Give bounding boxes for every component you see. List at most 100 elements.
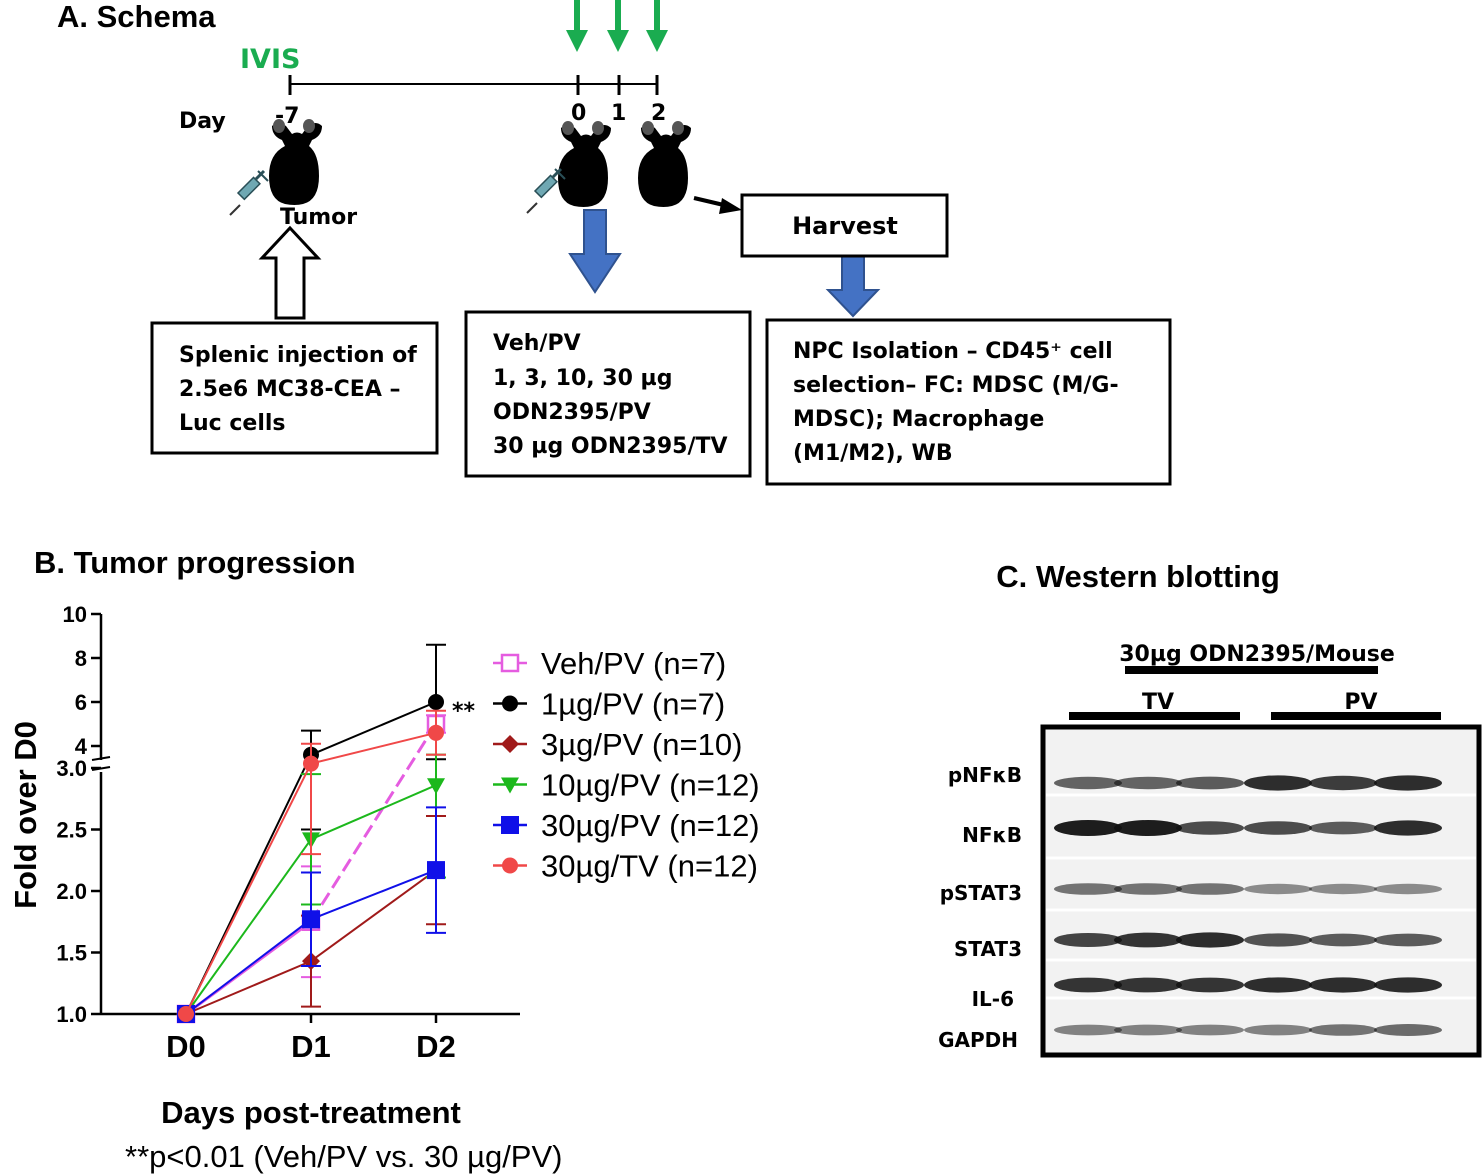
blot-band <box>1054 883 1122 895</box>
blue-down-arrow-icon <box>825 255 881 318</box>
blot-band <box>1309 933 1377 947</box>
blot-band <box>1114 1024 1182 1036</box>
injection-box <box>150 321 439 455</box>
blot-band <box>1054 776 1122 790</box>
y-tick-label: 1.0 <box>56 1002 87 1027</box>
blot-band <box>1054 820 1122 836</box>
blot-band <box>1374 1024 1442 1036</box>
blot-band <box>1114 883 1182 895</box>
blot-band <box>1176 883 1244 895</box>
black-arrow-icon <box>719 198 742 214</box>
blot-row-label: pNFκB <box>948 763 1022 787</box>
legend: Veh/PV (n=7)1µg/PV (n=7)3µg/PV (n=10)10µ… <box>493 646 760 884</box>
blot-band <box>1374 820 1442 836</box>
y-axis <box>91 614 520 1016</box>
injection-box-line: Splenic injection of <box>179 343 417 368</box>
legend-label: 1µg/PV (n=7) <box>541 687 725 722</box>
blot-row-label: GAPDH <box>938 1028 1018 1052</box>
analysis-box-line: selection– FC: MDSC (M/G- <box>793 373 1119 398</box>
footnote: **p<0.01 (Veh/PV vs. 30 µg/PV) <box>125 1139 562 1174</box>
data-point <box>501 816 519 834</box>
blot-band <box>1114 932 1182 948</box>
treatment-box-line: 30 µg ODN2395/TV <box>493 434 728 459</box>
blot-band <box>1244 775 1312 791</box>
blot-band <box>1309 775 1377 791</box>
mouse-icon <box>558 121 611 207</box>
day-tick-2: 2 <box>651 101 666 126</box>
blot-band <box>1374 775 1442 791</box>
blot-row-label: pSTAT3 <box>940 881 1022 905</box>
panel-a-title: A. Schema <box>57 0 216 34</box>
y-tick-label: 4 <box>75 734 88 759</box>
data-point <box>502 695 518 712</box>
group-label-tv: TV <box>1142 690 1174 715</box>
x-tick-label: D0 <box>166 1029 206 1064</box>
blot-band <box>1054 977 1122 993</box>
blot-band <box>1374 933 1442 947</box>
green-arrow-icon <box>566 0 588 52</box>
legend-label: 30µg/PV (n=12) <box>541 808 760 843</box>
data-point <box>427 778 445 795</box>
panel-b-title: B. Tumor progression <box>34 545 356 580</box>
series-line <box>185 763 312 1015</box>
blot-band <box>1309 883 1377 895</box>
group-label-pv: PV <box>1344 690 1377 715</box>
y-tick-label: 10 <box>63 602 87 627</box>
series-line <box>310 784 437 841</box>
open-up-arrow-icon <box>258 225 322 320</box>
analysis-box-line: (M1/M2), WB <box>793 441 953 466</box>
blot-row-label: NFκB <box>962 823 1022 847</box>
blot-band <box>1309 1024 1377 1036</box>
treatment-box-line: 1, 3, 10, 30 µg <box>493 366 673 391</box>
harvest-label: Harvest <box>792 212 898 240</box>
blot-bands <box>1046 775 1476 1036</box>
syringe-icon <box>228 169 270 217</box>
mouse-icon <box>269 119 322 205</box>
injection-box-line: 2.5e6 MC38-CEA – <box>179 377 401 402</box>
green-arrow-icon <box>646 0 668 52</box>
blot-band <box>1374 883 1442 895</box>
ivis-label: IVIS <box>240 44 300 75</box>
treatment-box-line: ODN2395/PV <box>493 400 651 425</box>
treatment-box <box>464 310 752 478</box>
x-tick-label: D2 <box>416 1029 456 1064</box>
significance-mark: ** <box>452 699 476 724</box>
data-point <box>502 857 518 874</box>
y-tick-label: 6 <box>75 690 87 715</box>
blot-band <box>1114 820 1182 836</box>
series-line <box>185 838 312 1015</box>
data-point <box>302 910 320 929</box>
series-layer <box>176 643 446 1024</box>
series-line <box>310 731 437 765</box>
y-tick-label: 2.5 <box>56 818 87 843</box>
y-tick-label: 1.5 <box>56 941 87 966</box>
blot-band <box>1054 933 1122 947</box>
series-line <box>185 960 312 1015</box>
day-tick-1: 1 <box>611 101 626 126</box>
blot-band <box>1309 977 1377 993</box>
series-line <box>185 918 312 1015</box>
series-line <box>310 869 437 921</box>
panel-c-title: C. Western blotting <box>996 559 1280 594</box>
data-point <box>500 653 520 673</box>
blot-band <box>1176 1024 1244 1036</box>
blot-band <box>1244 933 1312 947</box>
blot-row-label: STAT3 <box>954 937 1022 961</box>
legend-label: 10µg/PV (n=12) <box>541 768 760 803</box>
blot-band <box>1114 776 1182 790</box>
timeline <box>288 75 659 95</box>
x-tick-label: D1 <box>291 1029 331 1064</box>
panel-b-chart: B. Tumor progression Fold over D0 Days p… <box>8 545 760 1174</box>
legend-label: Veh/PV (n=7) <box>541 646 726 681</box>
y-tick-label: 8 <box>75 646 87 671</box>
day-tick-0: 0 <box>571 101 586 126</box>
series-line <box>310 869 437 962</box>
analysis-box-line: NPC Isolation – CD45⁺ cell <box>793 339 1113 364</box>
blot-band <box>1374 977 1442 993</box>
day-label: Day <box>179 109 226 134</box>
blot-band <box>1176 776 1244 790</box>
data-point <box>501 735 519 753</box>
data-point <box>501 777 519 794</box>
